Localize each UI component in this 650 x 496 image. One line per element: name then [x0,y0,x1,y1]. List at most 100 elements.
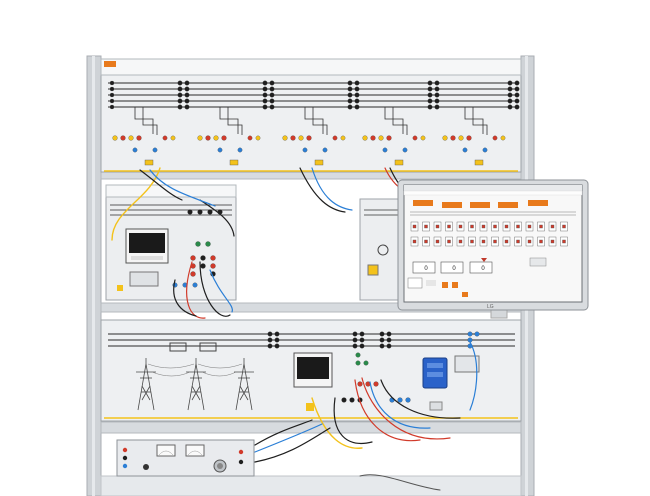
green-indicator [195,241,201,247]
banana-socket [177,92,183,98]
banana-socket [466,135,472,141]
contactor-block [454,355,480,373]
banana-socket [332,135,338,141]
scada-state-marker [458,239,463,244]
banana-socket [177,98,183,104]
banana-socket [112,135,118,141]
banana-socket [341,397,347,403]
scada-state-marker [516,239,520,244]
banana-socket [197,135,203,141]
banana-socket [434,92,440,98]
banana-socket [262,98,268,104]
banana-socket [347,86,353,92]
banana-socket [184,86,190,92]
banana-socket [347,98,353,104]
banana-socket [128,135,134,141]
svg-text:0: 0 [424,266,428,272]
banana-socket [274,343,280,349]
banana-socket [290,135,296,141]
banana-socket [386,343,392,349]
banana-socket [386,135,392,141]
banana-socket [269,80,275,86]
terminal-block [394,159,404,166]
banana-socket [507,92,513,98]
banana-socket [354,104,360,110]
banana-socket [362,135,368,141]
banana-socket [177,104,183,110]
top-distribution-panel [100,58,522,173]
banana-socket [482,147,488,153]
analog-meter [156,444,176,457]
scada-state-marker [435,239,440,244]
banana-socket [274,331,280,337]
banana-socket [187,209,193,215]
power-meter-bottom [293,352,333,388]
banana-socket [359,331,365,337]
banana-socket [207,209,213,215]
banana-socket [136,135,142,141]
banana-socket [354,86,360,92]
banana-socket [347,92,353,98]
banana-socket [427,104,433,110]
measurement-panel [105,184,237,301]
banana-socket [120,135,126,141]
scada-value-box: 0 [412,261,436,274]
banana-socket [500,135,506,141]
control-relay-box [129,271,159,287]
scada-state-marker [470,224,474,229]
terminal-block [474,159,484,166]
banana-socket [109,104,115,110]
banana-socket [467,331,473,337]
banana-socket [269,98,275,104]
transmission-tower-icon [234,358,254,411]
banana-socket [184,98,190,104]
banana-socket [269,104,275,110]
banana-socket [442,135,448,141]
banana-socket [507,104,513,110]
scada-state-marker [562,239,566,244]
banana-socket [462,147,468,153]
green-indicator [355,360,361,366]
analog-meter [185,444,205,457]
banana-socket [474,331,480,337]
scada-state-marker [493,224,497,229]
banana-socket [262,104,268,110]
banana-socket [507,86,513,92]
scada-state-marker [539,239,543,244]
banana-socket [514,104,520,110]
banana-socket [514,98,520,104]
banana-socket [379,331,385,337]
banana-socket [386,331,392,337]
scada-state-marker [424,239,428,244]
banana-socket [427,92,433,98]
banana-socket [427,86,433,92]
selector-switch [143,464,149,470]
banana-socket [267,343,273,349]
power-supply-unit [116,439,255,477]
green-indicator [205,241,211,247]
monitor-display: 0 0 0 LG [397,179,589,319]
svg-text:0: 0 [481,266,485,272]
scada-state-marker [493,239,497,244]
scada-state-marker [458,224,463,229]
banana-socket [306,135,312,141]
banana-socket [420,135,426,141]
banana-socket [507,80,513,86]
scada-state-marker [527,224,532,229]
banana-socket [221,135,227,141]
green-indicator [355,352,361,358]
scada-state-marker [447,239,451,244]
banana-socket [302,147,308,153]
banana-socket [162,135,168,141]
banana-socket [378,135,384,141]
banana-socket [405,397,411,403]
orange-corner-label [104,61,116,67]
banana-socket [347,80,353,86]
banana-socket [109,92,115,98]
banana-socket [267,337,273,343]
banana-socket [379,337,385,343]
scada-state-marker [516,224,520,229]
banana-socket [434,104,440,110]
scada-orange-header-bars [413,200,548,208]
banana-socket [507,98,513,104]
